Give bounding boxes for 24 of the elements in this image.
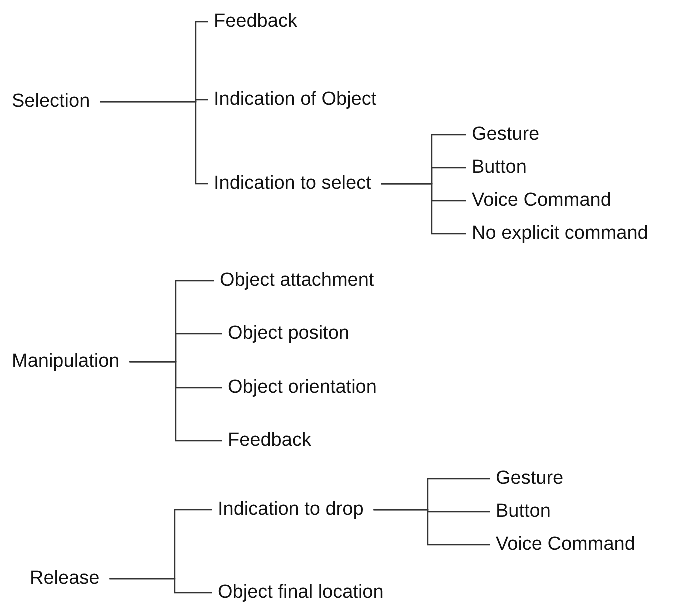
tree-label: Release	[30, 568, 100, 590]
tree-label: Button	[472, 157, 527, 179]
tree-label: Indication of Object	[214, 89, 377, 111]
tree-label: Gesture	[472, 124, 540, 146]
tree-label: Object final location	[218, 582, 384, 602]
tree-label: No explicit command	[472, 223, 648, 245]
tree-label: Selection	[12, 91, 90, 113]
tree-label: Object attachment	[220, 270, 374, 292]
tree-label: Object positon	[228, 323, 350, 345]
tree-label: Indication to select	[214, 173, 372, 195]
connector-line	[100, 101, 208, 185]
tree-label: Feedback	[214, 11, 298, 33]
tree-label: Voice Command	[496, 534, 636, 556]
connector-line	[381, 183, 466, 235]
tree-label: Object orientation	[228, 377, 377, 399]
tree-label: Feedback	[228, 430, 312, 452]
tree-label: Indication to drop	[218, 499, 364, 521]
tree-label: Manipulation	[12, 351, 120, 373]
tree-label: Gesture	[496, 468, 564, 490]
tree-label: Voice Command	[472, 190, 612, 212]
connector-line	[110, 578, 212, 594]
connector-line	[130, 361, 222, 442]
connector-line	[374, 509, 490, 546]
tree-label: Button	[496, 501, 551, 523]
